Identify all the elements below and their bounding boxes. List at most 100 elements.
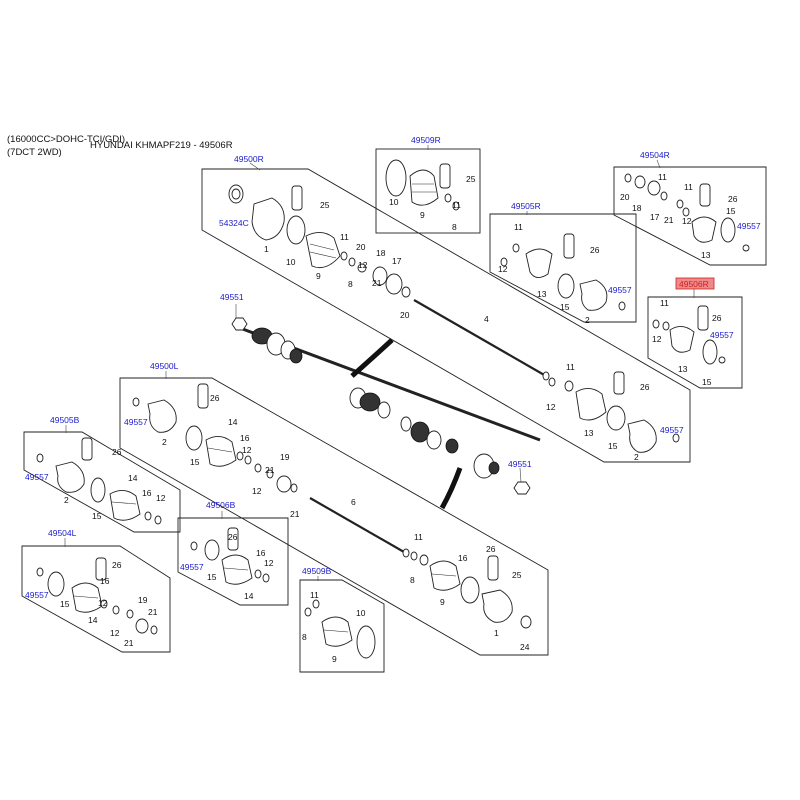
part-label: 2 xyxy=(64,495,69,505)
highlight-box-49506R xyxy=(675,277,715,290)
part-label: 16 xyxy=(142,488,152,498)
part-label: 26 xyxy=(712,313,722,323)
group-49506R-parts xyxy=(652,305,726,365)
group-outline-49504L xyxy=(21,545,171,653)
ref-link-49557-b[interactable]: 49557 xyxy=(608,285,632,295)
group-outline-49505R xyxy=(489,213,637,323)
ref-link-49557-a[interactable]: 49557 xyxy=(737,221,761,231)
ref-link-49551-b[interactable]: 49551 xyxy=(508,459,532,469)
part-label: 17 xyxy=(392,256,402,266)
part-label: 8 xyxy=(302,632,307,642)
part-label: 16 xyxy=(240,433,250,443)
part-label: 2 xyxy=(585,315,590,325)
part-label: 21 xyxy=(372,278,382,288)
part-label: 12 xyxy=(252,486,262,496)
ref-link-49506R[interactable]: 49506R xyxy=(679,279,709,289)
part-label: 11 xyxy=(310,590,319,600)
ref-link-49557-h[interactable]: 49557 xyxy=(25,590,49,600)
ref-link-54324C[interactable]: 54324C xyxy=(219,218,249,228)
part-label: 15 xyxy=(560,302,570,312)
shaft-6 xyxy=(309,497,405,553)
part-label: 17 xyxy=(650,212,660,222)
part-label: 21 xyxy=(124,638,134,648)
part-label: 21 xyxy=(148,607,158,617)
ref-link-49500L[interactable]: 49500L xyxy=(150,361,179,371)
transmission-spec-label: (7DCT 2WD) xyxy=(7,147,62,158)
part-label: 2 xyxy=(162,437,167,447)
engine-spec-label: (16000CC>DOHC-TCI/GDI) xyxy=(7,134,125,145)
group-outline-49509B xyxy=(299,579,385,673)
part-label: 1 xyxy=(264,244,269,254)
part-label: 26 xyxy=(210,393,220,403)
ref-link-49557-e[interactable]: 49557 xyxy=(660,425,684,435)
leader-lines xyxy=(64,145,695,581)
part-label: 15 xyxy=(190,457,200,467)
part-label: 18 xyxy=(632,203,642,213)
part-label: 19 xyxy=(138,595,148,605)
part-label: 9 xyxy=(420,210,425,220)
part-label: 13 xyxy=(584,428,594,438)
part-label: 25 xyxy=(512,570,522,580)
group-49500L-parts xyxy=(132,383,532,629)
part-label: 20 xyxy=(356,242,366,252)
part-label: 11 xyxy=(684,182,693,192)
part-label: 2 xyxy=(634,452,639,462)
part-label: 12 xyxy=(546,402,556,412)
ref-link-49557-c[interactable]: 49557 xyxy=(710,330,734,340)
part-label: 12 xyxy=(682,216,692,226)
part-label: 11 xyxy=(658,172,667,182)
part-label: 12 xyxy=(358,260,368,270)
group-49509R-parts xyxy=(385,159,460,211)
part-label: 20 xyxy=(400,310,410,320)
ref-link-49506B[interactable]: 49506B xyxy=(206,500,236,510)
part-label: 10 xyxy=(286,257,296,267)
part-label: 12 xyxy=(110,628,120,638)
part-label: 11 xyxy=(452,200,461,210)
reference-links: 49509R 49500R 49504R 54324C 49505R 49557… xyxy=(25,135,761,600)
part-number-labels: 25 10 11 9 8 25 1 10 11 20 12 9 8 18 17 … xyxy=(60,172,738,664)
ref-link-49557-d[interactable]: 49557 xyxy=(124,417,148,427)
ref-link-49509B[interactable]: 49509B xyxy=(302,566,332,576)
part-label: 10 xyxy=(356,608,366,618)
part-label: 13 xyxy=(678,364,688,374)
part-label: 10 xyxy=(389,197,399,207)
part-label: 15 xyxy=(702,377,712,387)
part-label: 6 xyxy=(351,497,356,507)
group-outlines xyxy=(21,148,767,673)
ref-link-49557-f[interactable]: 49557 xyxy=(25,472,49,482)
part-label: 21 xyxy=(290,509,300,519)
group-49504R-parts xyxy=(624,173,750,252)
part-label: 11 xyxy=(414,532,423,542)
ref-link-49504L[interactable]: 49504L xyxy=(48,528,77,538)
part-label: 25 xyxy=(466,174,476,184)
ref-link-49551-a[interactable]: 49551 xyxy=(220,292,244,302)
part-label: 15 xyxy=(726,206,736,216)
part-label: 4 xyxy=(484,314,489,324)
part-label: 18 xyxy=(376,248,386,258)
part-label: 9 xyxy=(332,654,337,664)
part-label: 1 xyxy=(494,628,499,638)
group-49505R-parts xyxy=(500,233,626,311)
part-label: 24 xyxy=(520,642,530,652)
shaft-4 xyxy=(413,299,547,377)
part-label: 8 xyxy=(410,575,415,585)
ref-link-49504R[interactable]: 49504R xyxy=(640,150,670,160)
shaft-4-end xyxy=(542,371,550,381)
part-label: 16 xyxy=(100,576,110,586)
ref-link-49557-g[interactable]: 49557 xyxy=(180,562,204,572)
part-label: 12 xyxy=(98,598,108,608)
part-label: 26 xyxy=(728,194,738,204)
part-label: 15 xyxy=(92,511,102,521)
group-outline-49500L xyxy=(119,377,549,656)
ref-link-49500R[interactable]: 49500R xyxy=(234,154,264,164)
part-label: 15 xyxy=(60,599,70,609)
part-label: 9 xyxy=(316,271,321,281)
ref-link-49505B[interactable]: 49505B xyxy=(50,415,80,425)
ref-link-49505R[interactable]: 49505R xyxy=(511,201,541,211)
part-label: 8 xyxy=(452,222,457,232)
ref-link-49509R[interactable]: 49509R xyxy=(411,135,441,145)
part-label: 12 xyxy=(498,264,508,274)
part-label: 26 xyxy=(228,532,238,542)
shaft-6-end xyxy=(402,548,410,558)
part-label: 11 xyxy=(566,362,575,372)
